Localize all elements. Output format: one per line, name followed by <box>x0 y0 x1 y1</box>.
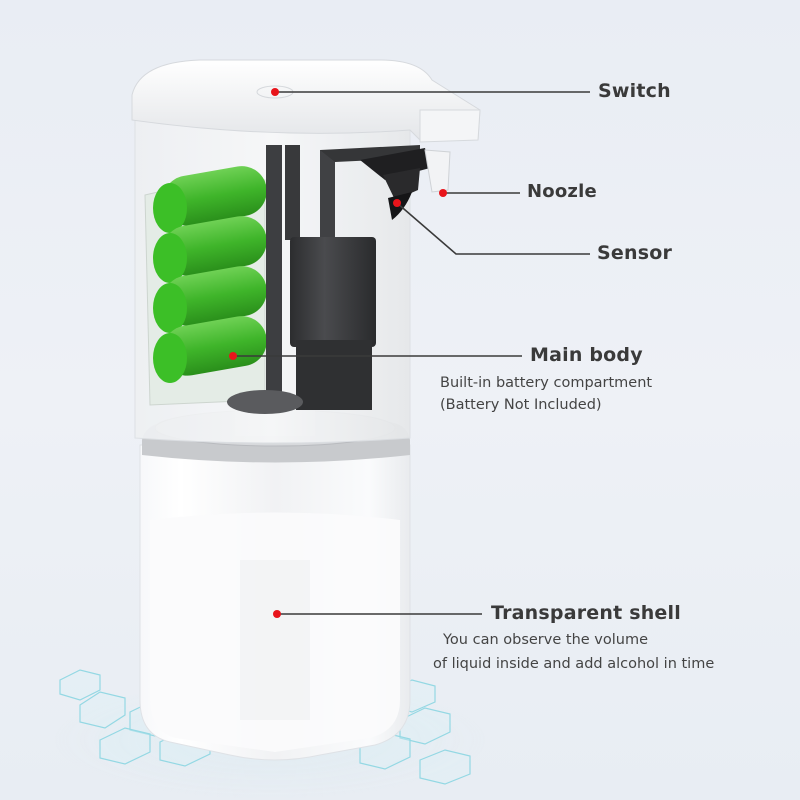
battery <box>153 316 267 383</box>
battery <box>153 216 267 283</box>
battery-compartment <box>144 166 267 406</box>
sensor-label: Sensor <box>597 242 673 264</box>
switch-label: Switch <box>598 80 671 102</box>
callout-dots <box>229 88 447 618</box>
callout-lines <box>233 91 590 615</box>
switch-marker-dot <box>271 88 279 96</box>
battery <box>153 166 267 233</box>
pump-mechanism <box>227 145 451 414</box>
transparent-shell-marker-dot <box>273 610 281 618</box>
noozle-marker-dot <box>439 189 447 197</box>
main-body-label: Main body <box>530 344 643 366</box>
sensor-marker-dot <box>393 199 401 207</box>
transparent-shell-description-line-1: You can observe the volume <box>443 632 649 648</box>
main-body-marker-dot <box>229 352 237 360</box>
transparent-shell <box>139 444 411 761</box>
main-body-description-line-1: Built-in battery compartment <box>440 375 653 391</box>
sensor-leader-line <box>396 202 590 255</box>
top-cap <box>131 59 481 143</box>
main-body-description-line-2: (Battery Not Included) <box>440 397 602 413</box>
transparent-shell-description-line-2: of liquid inside and add alcohol in time <box>433 656 715 672</box>
transparent-shell-label: Transparent shell <box>491 602 681 624</box>
noozle-label: Noozle <box>527 181 597 202</box>
battery <box>153 266 267 333</box>
